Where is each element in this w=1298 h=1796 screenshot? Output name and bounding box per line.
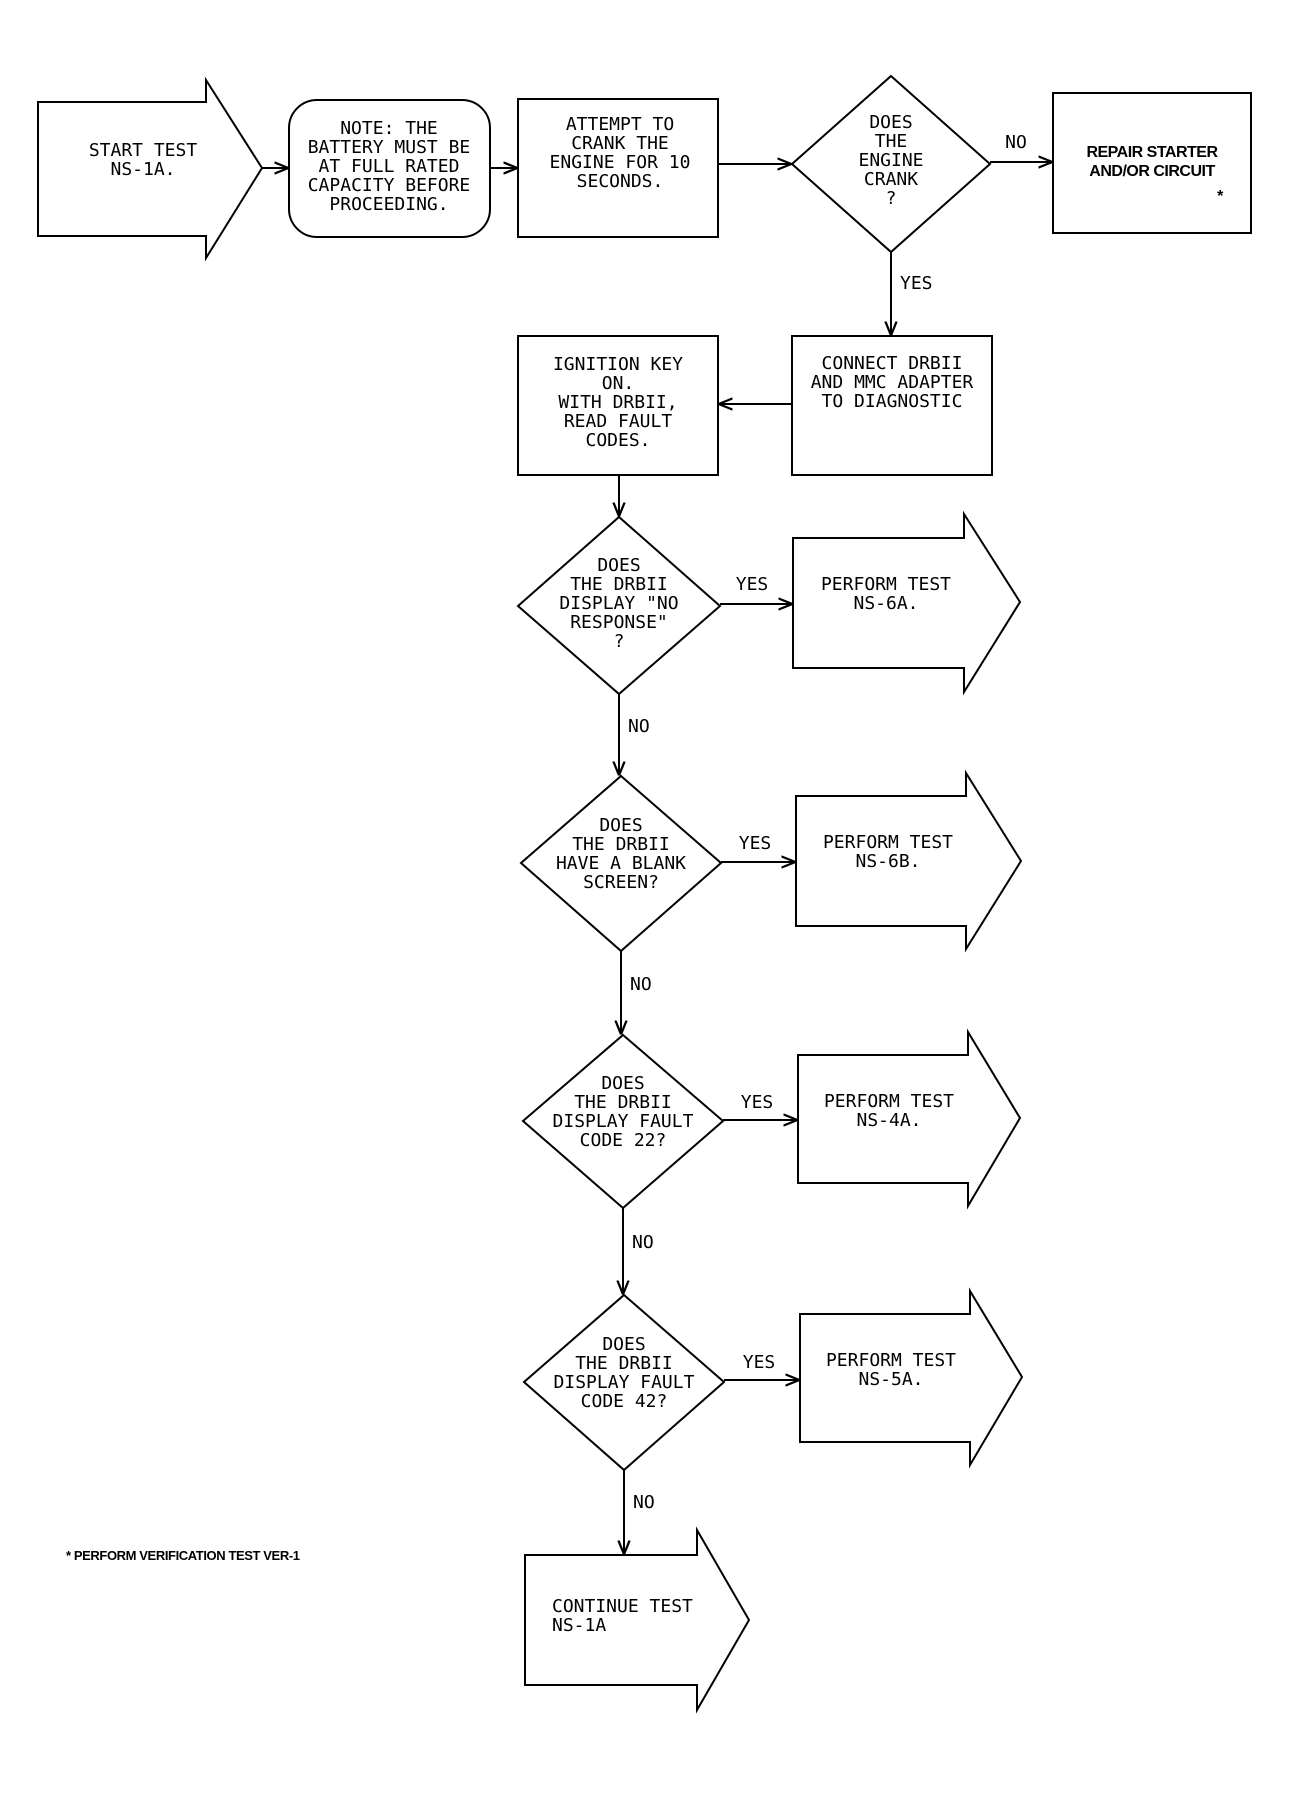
perform-5a-label: PERFORM TEST NS-5A.	[826, 1350, 956, 1390]
code42-yes-label: YES	[743, 1352, 776, 1373]
no-response-yes-label: YES	[736, 574, 769, 595]
start-test-label: START TEST NS-1A.	[89, 140, 198, 180]
svg-text:DOES: DOES	[869, 112, 912, 133]
perform-6a-label: PERFORM TEST NS-6A.	[821, 574, 951, 614]
svg-text:RESPONSE": RESPONSE"	[570, 612, 668, 633]
svg-text:ATTEMPT TO: ATTEMPT TO	[566, 114, 674, 135]
perform-6b-arrow-shape	[795, 769, 1023, 953]
perform-4a-arrow-shape	[797, 1028, 1022, 1210]
svg-text:THE DRBII: THE DRBII	[574, 1092, 672, 1113]
svg-text:DOES: DOES	[599, 815, 642, 836]
svg-text:DOES: DOES	[597, 555, 640, 576]
svg-text:CAPACITY BEFORE: CAPACITY BEFORE	[308, 175, 471, 196]
blank-no-label: NO	[630, 974, 652, 995]
code22-no-label: NO	[632, 1232, 654, 1253]
no-response-no-label: NO	[628, 716, 650, 737]
crank-no-label: NO	[1005, 132, 1027, 153]
repair-starter-box	[1052, 92, 1252, 234]
svg-text:THE DRBII: THE DRBII	[570, 574, 668, 595]
svg-text:READ FAULT: READ FAULT	[564, 411, 673, 432]
decision-code42-label: DOES THE DRBII DISPLAY FAULT CODE 42?	[554, 1334, 695, 1412]
crank-yes-label: YES	[900, 273, 933, 294]
svg-text:PROCEEDING.: PROCEEDING.	[329, 194, 448, 215]
svg-text:BATTERY MUST BE: BATTERY MUST BE	[308, 137, 471, 158]
svg-text:?: ?	[614, 631, 625, 652]
blank-yes-label: YES	[739, 833, 772, 854]
crank-attempt-box	[517, 98, 719, 238]
svg-text:DOES: DOES	[602, 1334, 645, 1355]
svg-text:THE DRBII: THE DRBII	[572, 834, 670, 855]
svg-text:PERFORM TEST: PERFORM TEST	[823, 832, 953, 853]
svg-text:THE DRBII: THE DRBII	[575, 1353, 673, 1374]
svg-text:PERFORM TEST: PERFORM TEST	[824, 1091, 954, 1112]
svg-text:START TEST: START TEST	[89, 140, 198, 161]
svg-text:CODES.: CODES.	[585, 430, 650, 451]
svg-text:WITH DRBII,: WITH DRBII,	[558, 392, 677, 413]
perform-6b-label: PERFORM TEST NS-6B.	[823, 832, 953, 872]
svg-text:THE: THE	[875, 131, 908, 152]
svg-text:HAVE A BLANK: HAVE A BLANK	[556, 853, 686, 874]
decision-blank-label: DOES THE DRBII HAVE A BLANK SCREEN?	[556, 815, 686, 893]
svg-text:NS-1A.: NS-1A.	[110, 159, 175, 180]
svg-text:*: *	[1217, 188, 1224, 205]
svg-text:ENGINE: ENGINE	[858, 150, 923, 171]
svg-text:DISPLAY FAULT: DISPLAY FAULT	[554, 1372, 695, 1393]
note-label: NOTE: THE BATTERY MUST BE AT FULL RATED …	[308, 118, 471, 215]
svg-text:CRANK: CRANK	[864, 169, 918, 190]
svg-text:CONNECT DRBII: CONNECT DRBII	[822, 353, 963, 374]
svg-text:SECONDS.: SECONDS.	[577, 171, 664, 192]
svg-text:PERFORM TEST: PERFORM TEST	[821, 574, 951, 595]
svg-text:NS-1A: NS-1A	[552, 1615, 606, 1636]
continue-label: CONTINUE TEST NS-1A	[552, 1596, 693, 1636]
svg-text:AND MMC ADAPTER: AND MMC ADAPTER	[811, 372, 974, 393]
svg-text:NS-6A.: NS-6A.	[853, 593, 918, 614]
connect-box	[791, 335, 993, 476]
svg-text:NOTE: THE: NOTE: THE	[340, 118, 438, 139]
svg-text:CODE 22?: CODE 22?	[580, 1130, 667, 1151]
perform-4a-label: PERFORM TEST NS-4A.	[824, 1091, 954, 1131]
perform-6a-arrow-shape	[792, 510, 1022, 696]
svg-text:AND/OR CIRCUIT: AND/OR CIRCUIT	[1089, 163, 1215, 180]
svg-text:TO DIAGNOSTIC: TO DIAGNOSTIC	[822, 391, 963, 412]
ignition-label: IGNITION KEY ON. WITH DRBII, READ FAULT …	[553, 354, 683, 451]
svg-text:REPAIR STARTER: REPAIR STARTER	[1086, 144, 1218, 161]
code42-no-label: NO	[633, 1492, 655, 1513]
svg-text:NS-4A.: NS-4A.	[856, 1110, 921, 1131]
decision-crank-label: DOES THE ENGINE CRANK ?	[858, 112, 923, 209]
code22-yes-label: YES	[741, 1092, 774, 1113]
ignition-box	[517, 335, 719, 476]
svg-text:DISPLAY FAULT: DISPLAY FAULT	[553, 1111, 694, 1132]
svg-text:PERFORM TEST: PERFORM TEST	[826, 1350, 956, 1371]
footnote: * PERFORM VERIFICATION TEST VER-1	[66, 1548, 300, 1563]
svg-text:ON.: ON.	[602, 373, 635, 394]
svg-text:NS-5A.: NS-5A.	[858, 1369, 923, 1390]
svg-text:ENGINE FOR 10: ENGINE FOR 10	[550, 152, 691, 173]
svg-text:CONTINUE TEST: CONTINUE TEST	[552, 1596, 693, 1617]
connect-label: CONNECT DRBII AND MMC ADAPTER TO DIAGNOS…	[811, 353, 974, 412]
svg-text:IGNITION KEY: IGNITION KEY	[553, 354, 683, 375]
decision-code22-label: DOES THE DRBII DISPLAY FAULT CODE 22?	[553, 1073, 694, 1151]
svg-text:SCREEN?: SCREEN?	[583, 872, 659, 893]
svg-text:CRANK THE: CRANK THE	[571, 133, 669, 154]
repair-starter-label: REPAIR STARTER AND/OR CIRCUIT *	[1086, 144, 1224, 205]
perform-5a-arrow-shape	[799, 1287, 1024, 1469]
start-arrow-shape	[37, 76, 264, 262]
svg-text:CODE 42?: CODE 42?	[581, 1391, 668, 1412]
svg-text:?: ?	[886, 188, 897, 209]
continue-arrow-shape	[524, 1526, 751, 1714]
svg-text:AT FULL RATED: AT FULL RATED	[319, 156, 460, 177]
decision-no-response-label: DOES THE DRBII DISPLAY "NO RESPONSE" ?	[559, 555, 678, 652]
svg-text:DOES: DOES	[601, 1073, 644, 1094]
svg-text:NS-6B.: NS-6B.	[855, 851, 920, 872]
crank-attempt-label: ATTEMPT TO CRANK THE ENGINE FOR 10 SECON…	[550, 114, 691, 192]
svg-text:DISPLAY "NO: DISPLAY "NO	[559, 593, 678, 614]
